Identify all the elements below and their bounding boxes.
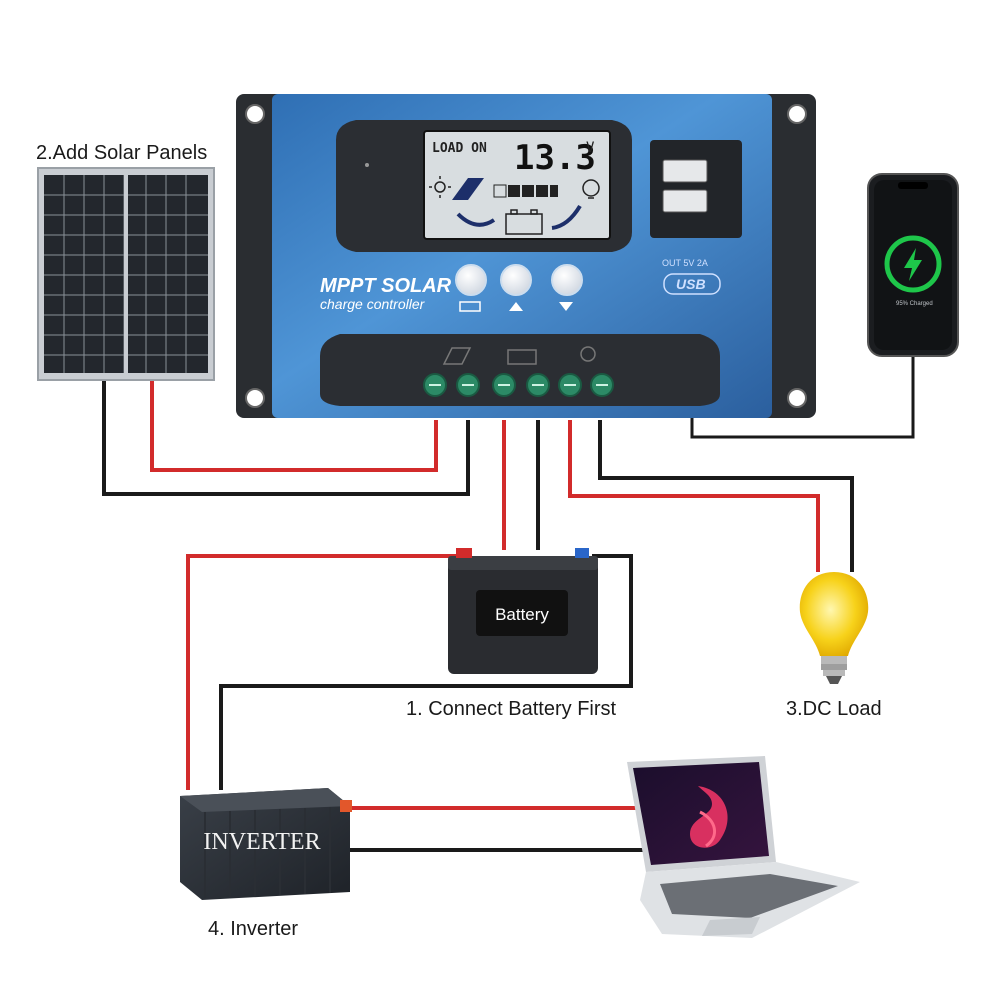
- usb-port-housing: [650, 140, 742, 238]
- label-solar-panels: 2.Add Solar Panels: [36, 142, 208, 164]
- plus-button-icon: [509, 302, 523, 311]
- charge-controller: LOAD ON 13.3 V: [236, 94, 816, 418]
- solar-positive-wire: [150, 378, 438, 472]
- lcd-panel-icon: [452, 178, 484, 200]
- minus-button[interactable]: [551, 264, 583, 296]
- mount-hole-top-left: [245, 104, 265, 124]
- lcd-battery-face-icon: [505, 209, 543, 235]
- smartphone: 95% Charged: [867, 173, 959, 357]
- solar-panel: [37, 167, 215, 381]
- brand-line2: charge controller: [320, 296, 426, 312]
- lcd-value: 13.3: [514, 138, 596, 178]
- solar-negative-wire: [102, 378, 470, 496]
- mount-hole-bottom-right: [787, 388, 807, 408]
- label-inverter: 4. Inverter: [208, 918, 299, 940]
- battery: Battery: [448, 548, 598, 674]
- load-negative-wire: [598, 420, 854, 572]
- brand-line1: MPPT SOLAR: [320, 275, 452, 297]
- battery-label: Battery: [495, 605, 549, 624]
- lcd-battery-bars-icon: [493, 184, 558, 198]
- usb-logo-text: USB: [676, 276, 706, 292]
- mount-hole-top-right: [787, 104, 807, 124]
- usb-port-bottom[interactable]: [662, 189, 708, 213]
- battery-negative-terminal: [575, 548, 589, 558]
- plus-button[interactable]: [500, 264, 532, 296]
- menu-button[interactable]: [455, 264, 487, 296]
- laptop: [627, 756, 860, 938]
- charge-status-text: 95% Charged: [896, 301, 933, 307]
- load-positive-wire: [568, 420, 820, 572]
- battery-positive-terminal: [456, 548, 472, 558]
- usb-port-top[interactable]: [662, 159, 708, 183]
- minus-button-icon: [559, 302, 573, 311]
- lcd-unit: V: [586, 140, 595, 156]
- inverter-negative-wire: [219, 554, 633, 790]
- terminal-symbol-solar-icon: [442, 347, 472, 365]
- light-bulb: [799, 572, 869, 684]
- lcd-bulb-icon: [582, 179, 600, 199]
- inverter-label: INVERTER: [203, 829, 320, 855]
- inverter: INVERTER: [180, 788, 352, 900]
- lcd-status: LOAD ON: [432, 141, 487, 156]
- charge-ring: [884, 235, 942, 293]
- usb-spec-text: OUT 5V 2A: [662, 258, 708, 268]
- label-dc-load: 3.DC Load: [786, 698, 882, 720]
- lcd-arrow-left-icon: [456, 212, 496, 227]
- usb-logo-badge: [663, 273, 721, 295]
- mount-hole-bottom-left: [245, 388, 265, 408]
- lcd-arrow-right-icon: [551, 204, 582, 230]
- label-connect-battery: 1. Connect Battery First: [406, 698, 617, 720]
- inverter-positive-wire: [186, 554, 460, 790]
- terminal-symbol-battery-icon: [507, 349, 537, 365]
- lcd-sun-icon: [429, 176, 451, 198]
- menu-button-icon: [459, 301, 481, 312]
- terminal-symbol-load-icon: [580, 346, 596, 362]
- lightning-bolt-icon: [904, 248, 922, 281]
- light-sensor: [365, 163, 369, 167]
